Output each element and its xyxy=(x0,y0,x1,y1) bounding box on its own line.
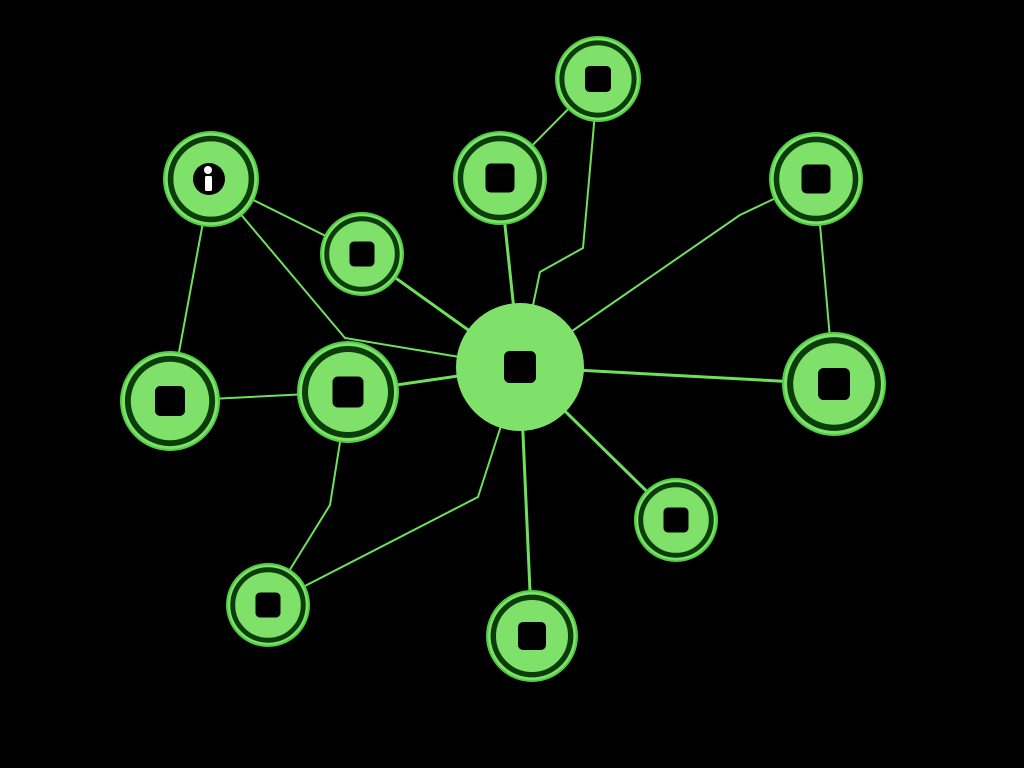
node-bottom[interactable] xyxy=(486,590,578,682)
info-icon xyxy=(193,163,225,195)
node-mid-left[interactable] xyxy=(297,341,399,443)
node-dark-ring xyxy=(230,567,306,643)
square-icon xyxy=(332,376,364,408)
node-dark-ring xyxy=(559,40,637,118)
node-info[interactable] xyxy=(163,131,259,227)
square-icon xyxy=(485,163,515,193)
node-dark-ring xyxy=(457,135,543,221)
node-dark-ring xyxy=(302,346,394,438)
node-dark-ring xyxy=(638,482,714,558)
node-dark-ring xyxy=(490,594,574,678)
node-top[interactable] xyxy=(555,36,641,122)
square-icon xyxy=(585,66,611,92)
square-icon xyxy=(801,164,831,194)
square-icon xyxy=(504,351,536,383)
node-dark-ring xyxy=(124,355,216,447)
node-dark-ring xyxy=(787,337,881,431)
node-bottom-left[interactable] xyxy=(226,563,310,647)
square-icon xyxy=(155,386,185,416)
square-icon xyxy=(818,368,850,400)
node-left[interactable] xyxy=(120,351,220,451)
node-lower-right[interactable] xyxy=(634,478,718,562)
square-icon xyxy=(518,622,546,650)
node-upper-mid[interactable] xyxy=(453,131,547,225)
node-upper-right[interactable] xyxy=(769,132,863,226)
node-dark-ring xyxy=(167,135,255,223)
square-icon xyxy=(255,592,281,618)
node-layer xyxy=(120,36,886,682)
square-icon xyxy=(663,507,689,533)
node-small-left[interactable] xyxy=(320,212,404,296)
node-right[interactable] xyxy=(782,332,886,436)
hub-node[interactable] xyxy=(456,303,584,431)
node-dark-ring xyxy=(773,136,859,222)
square-icon xyxy=(349,241,375,267)
node-dark-ring xyxy=(324,216,400,292)
